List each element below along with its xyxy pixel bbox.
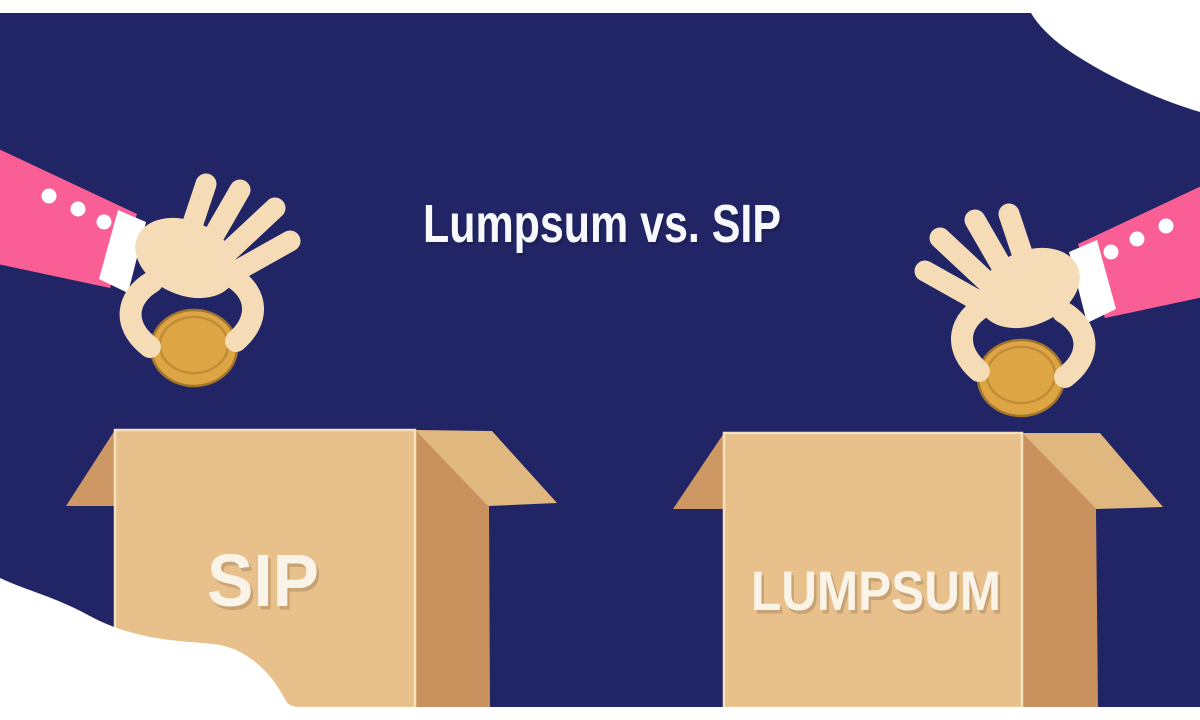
sip-box-left-flap [66,430,115,506]
lumpsum-box-side-panel [1022,433,1098,708]
lumpsum-box-left-flap [673,433,724,509]
lumpsum-box-right-flap [1022,433,1163,509]
sip-box-label: SIP [207,539,319,622]
lumpsum-box-label: LUMPSUM [751,559,1001,622]
top-right-white-blob [0,0,1200,112]
lumpsum-box: LUMPSUM [673,431,1163,710]
lumpsum-box-face [722,431,1024,710]
sip-box-side-panel [415,430,490,708]
sip-box-right-flap [415,430,557,506]
bottom-left-white-blob [0,578,1200,720]
page-title: Lumpsum vs. SIP [423,194,781,254]
